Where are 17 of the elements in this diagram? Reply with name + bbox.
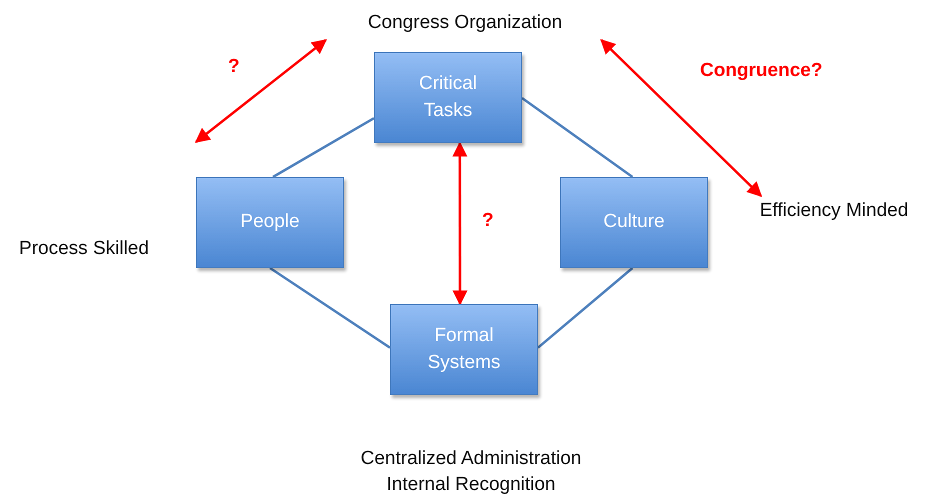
note-text: Process Skilled (18, 238, 150, 260)
double-arrow (452, 142, 468, 306)
connector-line (521, 96, 634, 178)
connector-line (537, 267, 634, 349)
process-box: Culture (560, 177, 708, 268)
note-text: Internal Recognition (386, 474, 556, 496)
process-box: Critical Tasks (374, 52, 522, 143)
connector-line (272, 117, 375, 178)
text-label: Efficiency Minded (738, 196, 930, 226)
process-box: Formal Systems (390, 304, 538, 395)
process-box: People (196, 177, 344, 268)
double-arrow (600, 38, 762, 198)
text-label: Congress Organization (320, 6, 610, 40)
edge-label: Congruence? (698, 60, 824, 82)
note-text: Centralized Administration (360, 448, 582, 470)
connector-line (269, 266, 391, 349)
double-arrow (194, 39, 327, 143)
